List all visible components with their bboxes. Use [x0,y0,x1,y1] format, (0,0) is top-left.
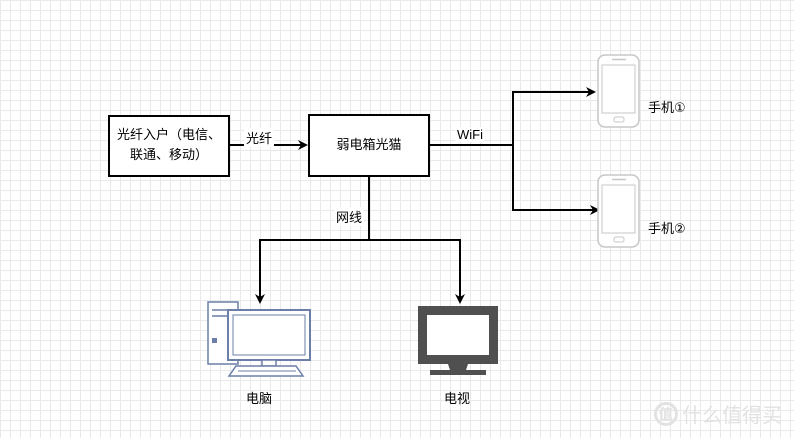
wifi-edge-label: WiFi [455,127,485,142]
ethernet-edge-label: 网线 [334,207,365,226]
optical-modem-label: 弱电箱光猫 [336,137,402,153]
fiber-edge-label: 光纤 [244,128,275,147]
wifi-connector-phone1 [430,87,596,146]
television-icon [418,306,498,375]
watermark: 值 什么值得买 [654,399,782,428]
phone-1-label: 手机① [648,101,686,116]
optical-modem-box: 弱电箱光猫 [308,114,430,177]
desktop-computer-icon [207,301,311,377]
fiber-entry-box: 光纤入户（电信、 联通、移动） [108,115,230,177]
phone-2-label: 手机② [648,222,686,237]
phone-2-icon [597,174,640,248]
fiber-entry-label-line2: 联通、移动） [129,148,208,163]
tv-label: 电视 [444,392,471,407]
pc-label: 电脑 [246,392,273,407]
watermark-text: 什么值得买 [682,403,782,427]
phone-1-icon [597,54,640,128]
ethernet-connector-pc [255,177,370,304]
fiber-entry-label-line1: 光纤入户（电信、 [116,128,221,143]
ethernet-connector-tv [369,239,465,304]
wifi-connector-phone2 [512,145,600,215]
watermark-logo-icon: 值 [654,401,678,426]
